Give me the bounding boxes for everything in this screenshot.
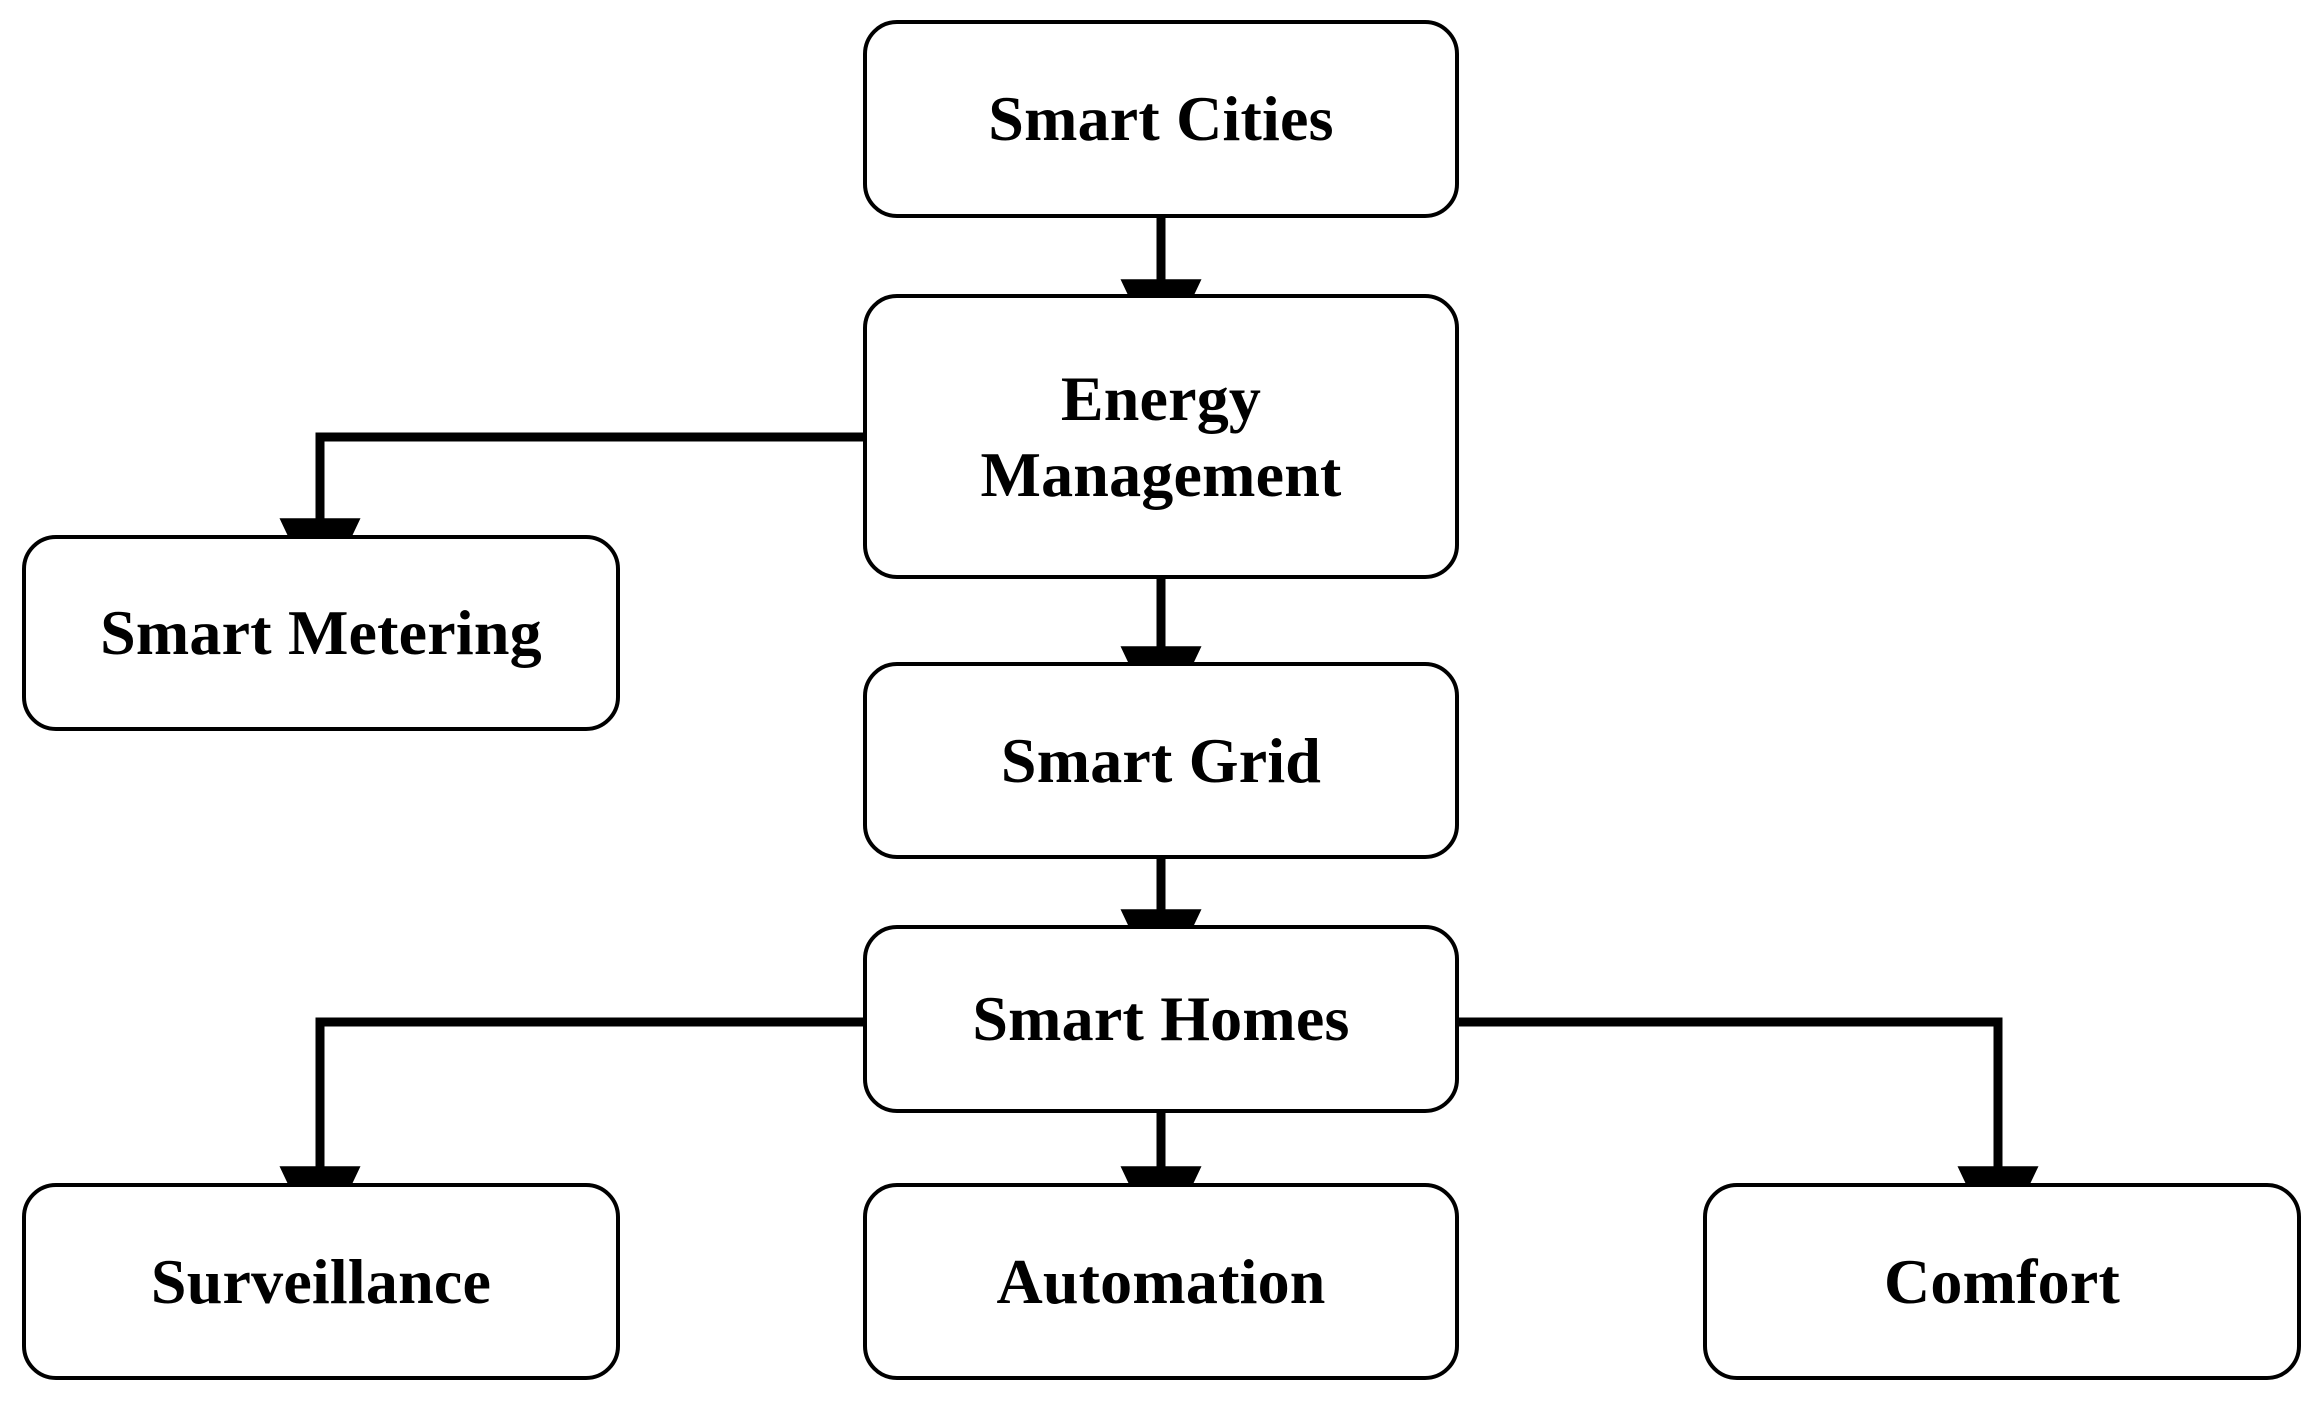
node-automation-label: Automation: [996, 1245, 1326, 1317]
node-automation[interactable]: Automation: [863, 1183, 1459, 1380]
node-smart-grid[interactable]: Smart Grid: [863, 662, 1459, 859]
edge-smart-homes-to-surveillance: [279, 1017, 863, 1252]
node-smart-grid-label: Smart Grid: [1000, 724, 1322, 796]
node-smart-homes[interactable]: Smart Homes: [863, 925, 1459, 1113]
node-smart-metering[interactable]: Smart Metering: [22, 535, 620, 731]
node-smart-metering-label: Smart Metering: [100, 597, 542, 669]
node-smart-homes-label: Smart Homes: [972, 983, 1350, 1055]
edge-smart-homes-to-comfort: [1459, 1017, 2039, 1252]
node-energy-management[interactable]: Energy Management: [863, 294, 1459, 579]
node-comfort[interactable]: Comfort: [1703, 1183, 2301, 1380]
node-surveillance[interactable]: Surveillance: [22, 1183, 620, 1380]
node-surveillance-label: Surveillance: [150, 1245, 492, 1317]
node-smart-cities[interactable]: Smart Cities: [863, 20, 1459, 218]
node-comfort-label: Comfort: [1884, 1245, 2120, 1317]
node-energy-management-label: Energy Management: [980, 362, 1342, 510]
node-smart-cities-label: Smart Cities: [988, 83, 1334, 155]
edge-energy-management-to-smart-metering: [279, 432, 863, 604]
